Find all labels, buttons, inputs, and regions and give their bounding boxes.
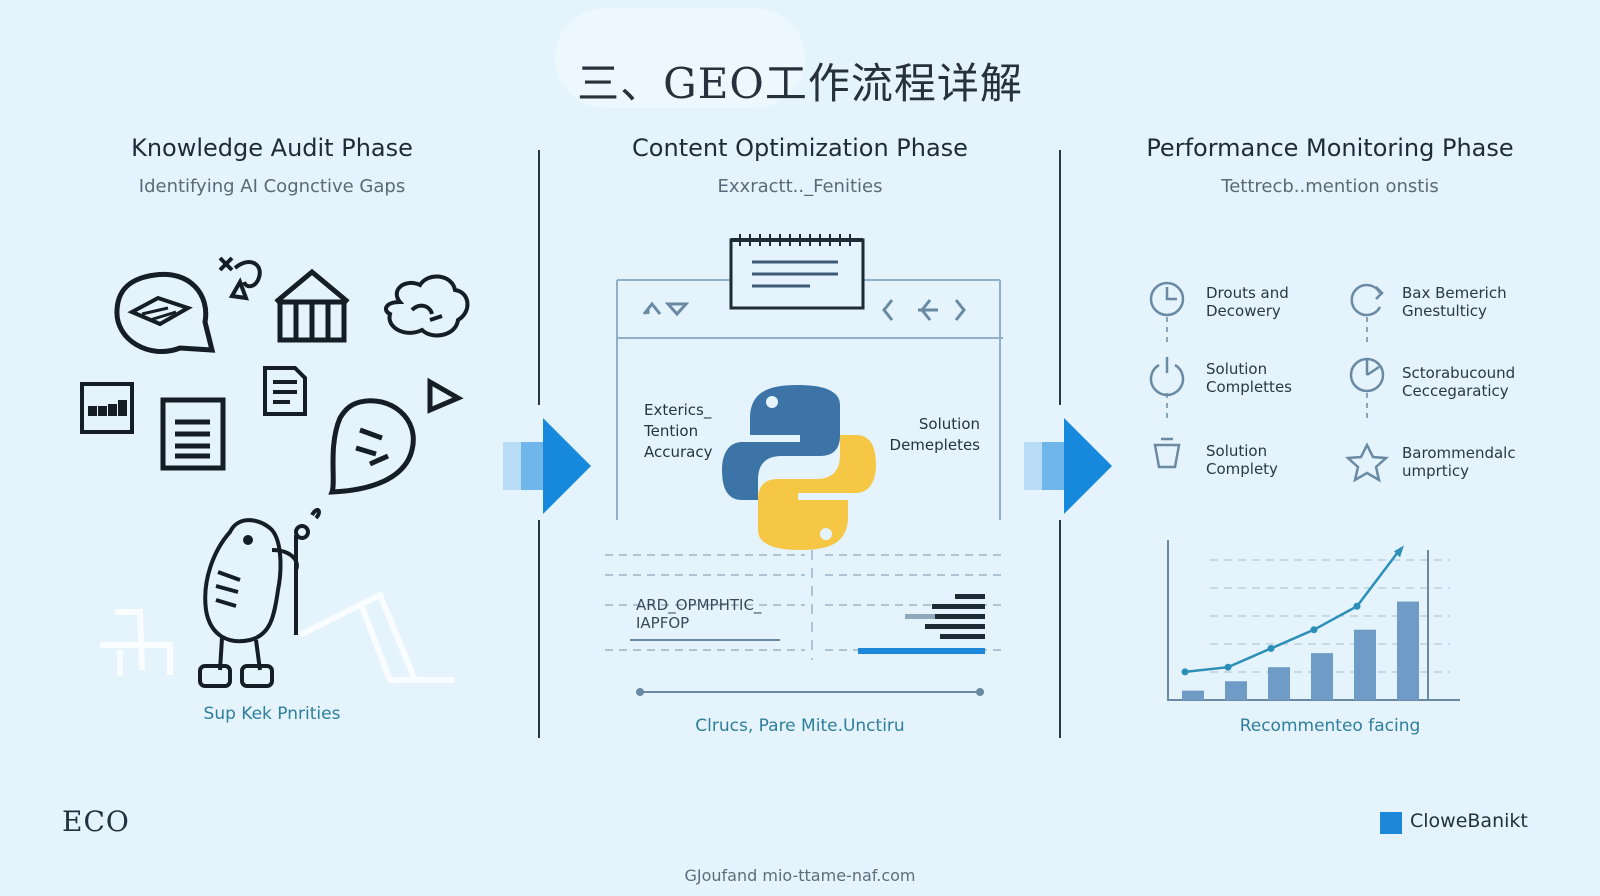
page-title: 三、GEO工作流程详解	[577, 59, 1023, 108]
chart-point	[1181, 668, 1189, 676]
chart-bar	[1182, 690, 1204, 700]
browser-nav-icons	[642, 299, 966, 321]
faded-furniture-icon	[100, 590, 455, 683]
chart-point	[1310, 626, 1318, 634]
monitor-right-item-2-line-1: Sctorabucound	[1402, 364, 1516, 382]
phase-2-title: Content Optimization Phase	[632, 134, 968, 162]
slider-track	[636, 688, 984, 696]
monitor-right-item-2: Sctorabucound Ceccegaraticy	[1402, 364, 1515, 400]
middle-right-label-line-1: Solution	[918, 415, 980, 433]
question-scribble-icon	[218, 256, 262, 301]
performance-chart	[1167, 540, 1460, 701]
code-text: ARD_OPMPHTIC_ IAPFOP	[636, 596, 761, 632]
timer-icon	[1149, 281, 1185, 317]
phase-1-title: Knowledge Audit Phase	[131, 134, 413, 162]
chart-bar	[1397, 601, 1419, 700]
phase-2-subtitle: Exxractt.._Fenities	[717, 176, 883, 197]
robot-character-icon	[198, 507, 321, 688]
chart-trend-line	[1184, 548, 1401, 674]
monitor-left-item-3: Solution Complety	[1206, 442, 1278, 478]
monitor-left-item-2-line-1: Solution	[1206, 360, 1268, 378]
monitor-right-item-3-line-1: Barommendalc	[1402, 444, 1516, 462]
phase-1-subtitle: Identifying AI Cognctive Gaps	[138, 176, 406, 197]
chart-point	[1224, 663, 1232, 671]
brand-name: CloweBanikt	[1410, 810, 1528, 832]
phase-3-subtitle: Tettrecb..mention onstis	[1221, 176, 1439, 197]
monitor-left-item-1-line-2: Decowery	[1206, 302, 1281, 320]
brain-cloud-icon	[383, 274, 470, 338]
footer-url: GJoufand mio-ttame-naf.com	[684, 866, 916, 885]
phase-2-caption: Clrucs, Pare Mite.Unctiru	[695, 716, 905, 736]
document-icon	[160, 397, 226, 471]
bar-lines-icon	[858, 594, 985, 654]
monitor-left-item-2-line-2: Complettes	[1206, 378, 1292, 396]
chart-arrow-head	[1394, 545, 1404, 558]
refresh-icon	[1350, 283, 1384, 317]
middle-left-label: Exterics_ Tention Accuracy	[644, 400, 712, 463]
monitor-right-item-1-line-2: Gnestulticy	[1402, 302, 1487, 320]
chat-bubble-icon	[114, 271, 216, 355]
chart-point	[1353, 602, 1361, 610]
title-glow	[555, 8, 805, 108]
small-document-icon	[263, 366, 307, 416]
monitoring-icons	[1149, 281, 1390, 483]
building-icon	[274, 268, 350, 343]
monitor-right-item-3-line-2: umprticy	[1402, 462, 1469, 480]
chart-bar	[1225, 681, 1247, 700]
monitor-right-item-2-line-2: Ceccegaraticy	[1402, 382, 1509, 400]
knowledge-audit-illustration	[80, 256, 470, 688]
middle-left-label-line-2: Tention	[644, 422, 699, 440]
power-icon	[1149, 357, 1185, 397]
flow-arrow-icon-1	[503, 418, 591, 514]
phase-1-caption: Sup Kek Pnrities	[203, 704, 341, 724]
face-bubble-icon	[328, 398, 416, 495]
content-optimization-illustration	[605, 234, 1005, 696]
chart-bar	[1354, 629, 1376, 700]
star-badge-icon	[1344, 442, 1390, 483]
middle-left-label-line-1: Exterics_	[644, 401, 712, 419]
divider-1-top	[538, 150, 540, 405]
middle-left-label-line-3: Accuracy	[644, 443, 713, 461]
monitor-left-item-1-line-1: Drouts and	[1206, 284, 1289, 302]
monitor-right-item-3: Barommendalc umprticy	[1402, 444, 1516, 480]
middle-right-label-line-2: Demepletes	[889, 436, 980, 454]
phase-3-title: Performance Monitoring Phase	[1146, 134, 1514, 162]
eco-logo: ECO	[62, 805, 130, 838]
phase-3-caption: Recommenteo facing	[1239, 716, 1421, 736]
chart-point	[1267, 644, 1275, 652]
monitor-right-item-1: Bax Bemerich Gnestulticy	[1402, 284, 1507, 320]
chart-bar	[1268, 667, 1290, 700]
code-text-line-2: IAPFOP	[636, 614, 690, 632]
header-document-icon	[729, 234, 865, 310]
brand-square-icon	[1380, 812, 1402, 834]
divider-2-top	[1059, 150, 1061, 405]
pie-clock-icon	[1349, 357, 1385, 393]
play-triangle-icon	[427, 377, 464, 414]
divider-1-bottom	[538, 520, 540, 738]
monitor-left-item-1: Drouts and Decowery	[1206, 284, 1289, 320]
monitor-left-item-3-line-1: Solution	[1206, 442, 1268, 460]
flow-arrow-icon-2	[1024, 418, 1112, 514]
code-text-line-1: ARD_OPMPHTIC_	[636, 596, 762, 614]
chart-bar	[1311, 653, 1333, 700]
monitor-left-item-2: Solution Complettes	[1206, 360, 1292, 396]
middle-right-label: Solution Demepletes	[880, 414, 980, 456]
monitor-left-item-3-line-2: Complety	[1206, 460, 1278, 478]
divider-2-bottom	[1059, 520, 1061, 738]
bucket-icon	[1153, 437, 1181, 469]
python-logo-icon	[722, 385, 876, 550]
chart-screen-icon	[80, 382, 134, 434]
monitor-right-item-1-line-1: Bax Bemerich	[1402, 284, 1507, 302]
